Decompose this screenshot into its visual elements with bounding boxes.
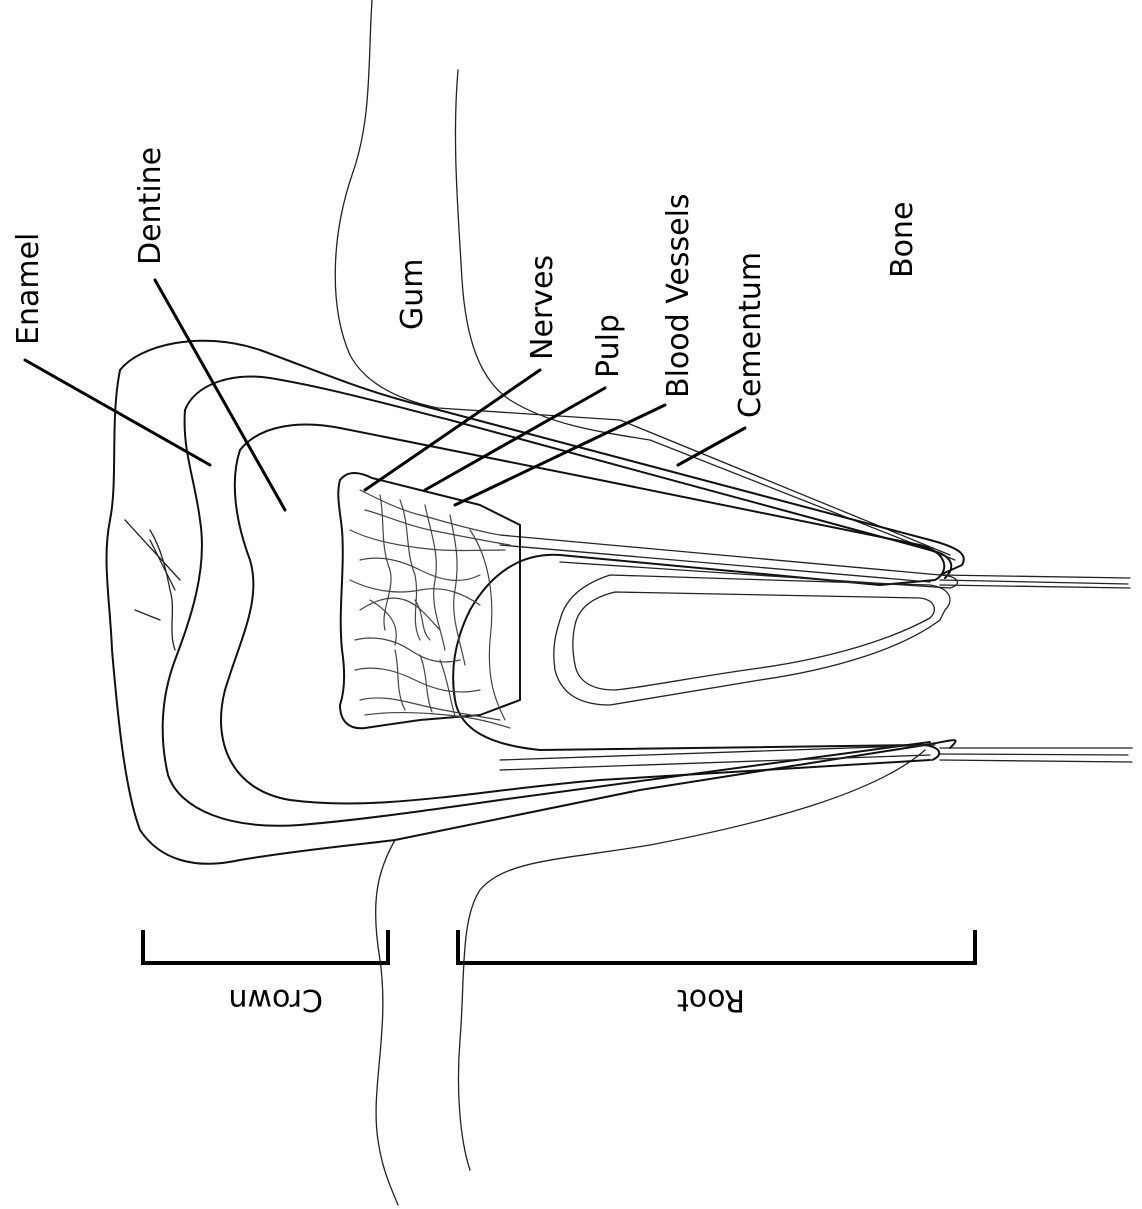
nerves-label: Nerves — [525, 255, 560, 360]
pulp-label: Pulp — [591, 314, 626, 378]
crown-label: Crown — [228, 982, 323, 1017]
bone-label: Bone — [885, 202, 920, 278]
cementum-label: Cementum — [733, 252, 768, 418]
enamel-leader — [25, 360, 210, 465]
dentine-label: Dentine — [133, 147, 168, 265]
pulp-chamber-boundary — [221, 424, 944, 803]
nerves-and-vessels — [350, 490, 510, 728]
root-canals — [500, 535, 1132, 770]
gum-label: Gum — [395, 259, 430, 330]
root-bracket — [458, 932, 975, 963]
blood-vessels-label: Blood Vessels — [661, 193, 696, 398]
root-label: Root — [677, 982, 745, 1017]
enamel-label: Enamel — [11, 233, 46, 345]
dentine-leader — [155, 280, 285, 510]
cementum-leader — [678, 428, 745, 465]
crown-bracket — [143, 932, 388, 963]
gum-outline — [335, 0, 955, 1205]
